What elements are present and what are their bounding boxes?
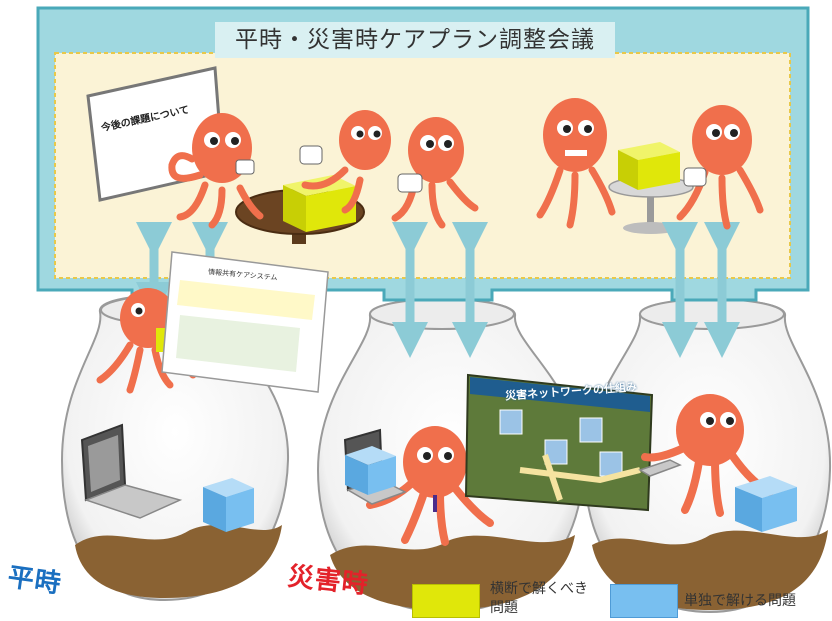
- legend-standalone-label: 単独で解ける問題: [684, 593, 796, 609]
- octopus-table-2: [391, 117, 479, 229]
- laptop-left: [80, 423, 183, 519]
- octopus-table-1: [299, 110, 391, 214]
- octopus-side-2: [676, 105, 764, 230]
- legend-standalone-swatch: [610, 584, 678, 618]
- octopus-right-jar: [641, 394, 774, 517]
- octopus-side-1: [536, 98, 616, 229]
- octopus-presenter: [168, 113, 264, 229]
- legend-cross-cutting-label: 横断で解くべき問題: [490, 581, 588, 616]
- blue-cube-right-jar: [735, 476, 797, 532]
- label-normal-times: 平時: [5, 562, 64, 600]
- yellow-cube-side-table: [618, 142, 680, 190]
- blue-cube-middle-jar: [345, 446, 396, 495]
- blue-cube-left-jar: [203, 478, 254, 532]
- conference-title: 平時・災害時ケアプラン調整会議: [215, 22, 615, 58]
- laptop-right: [638, 459, 682, 477]
- handout-document: [161, 251, 329, 393]
- legend-cross-cutting-swatch: [412, 584, 480, 618]
- network-screen: [464, 373, 654, 512]
